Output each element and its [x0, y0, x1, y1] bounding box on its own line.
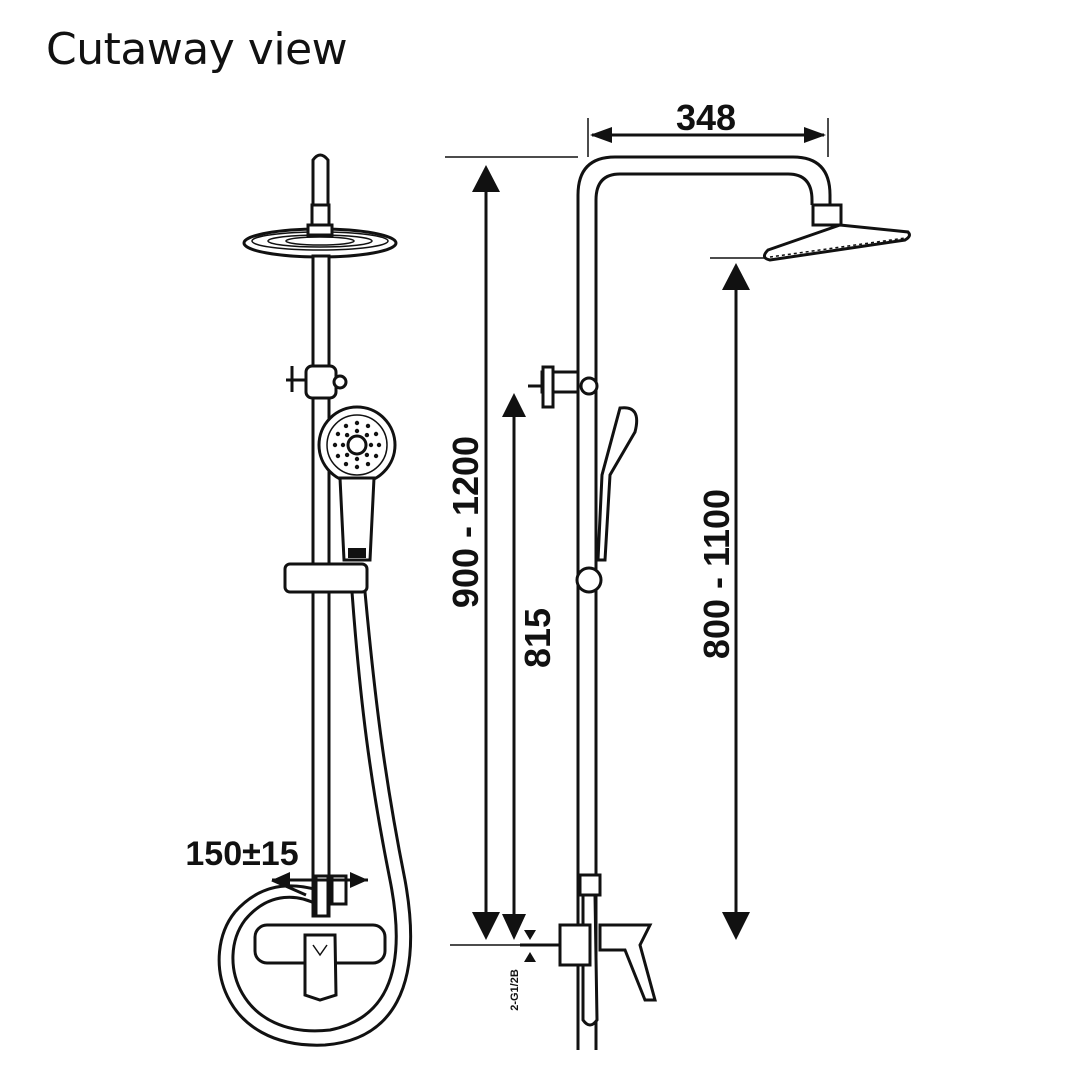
spray-hole: [364, 452, 370, 458]
spray-hole: [335, 453, 341, 459]
side-view: [445, 118, 911, 1050]
spray-hole: [354, 456, 360, 462]
hose-front: [231, 591, 398, 1033]
spray-hole: [365, 461, 371, 467]
slider-side: [575, 566, 603, 594]
mixer-side: [558, 923, 592, 967]
spray-hole: [332, 442, 338, 448]
head-connector: [310, 203, 331, 227]
riser-arm-inner: [594, 172, 814, 1050]
spray-hole: [343, 423, 349, 429]
spray-hole: [343, 461, 349, 467]
spray-hole: [368, 442, 374, 448]
side-head-connector: [811, 203, 843, 227]
spray-hole: [354, 464, 360, 470]
mixer-lever-front: [303, 933, 338, 1002]
dim-head-height: 800 - 1100: [696, 489, 737, 659]
front-view: [217, 153, 413, 1047]
rain-head-front: [242, 223, 398, 259]
spray-hole: [373, 453, 379, 459]
spray-hole: [335, 431, 341, 437]
hand-shower-front: [317, 405, 397, 562]
spray-hole: [364, 432, 370, 438]
spray-hole: [344, 432, 350, 438]
hand-shower-side: [596, 406, 639, 562]
mixer-lever-side: [598, 923, 657, 1002]
dim-slider-height: 815: [517, 608, 558, 668]
dim-total-height: 900 - 1200: [445, 436, 486, 608]
dim-inlet-spacing: 150±15: [185, 835, 298, 873]
spray-hole: [365, 423, 371, 429]
page-title: Cutaway view: [46, 24, 348, 75]
diverter-bracket: [286, 364, 348, 400]
lower-connector: [314, 874, 330, 918]
spray-hole: [340, 442, 346, 448]
spray-hole: [354, 428, 360, 434]
spray-hole: [344, 452, 350, 458]
spray-hole: [373, 431, 379, 437]
dim-width-top: 348: [676, 97, 736, 138]
spray-hole: [376, 442, 382, 448]
lower-joint-side: [578, 873, 602, 897]
lower-valve: [330, 874, 348, 906]
riser-arm-outer: [576, 155, 832, 1050]
side-bracket: [528, 365, 599, 409]
top-pipe-stub: [311, 153, 330, 207]
slider-front: [283, 562, 369, 594]
dim-inlet-thread: 2-G1/2B: [509, 969, 521, 1011]
rain-head-side: [763, 223, 911, 262]
hose-front-outer: [217, 591, 413, 1047]
spray-hole: [354, 420, 360, 426]
